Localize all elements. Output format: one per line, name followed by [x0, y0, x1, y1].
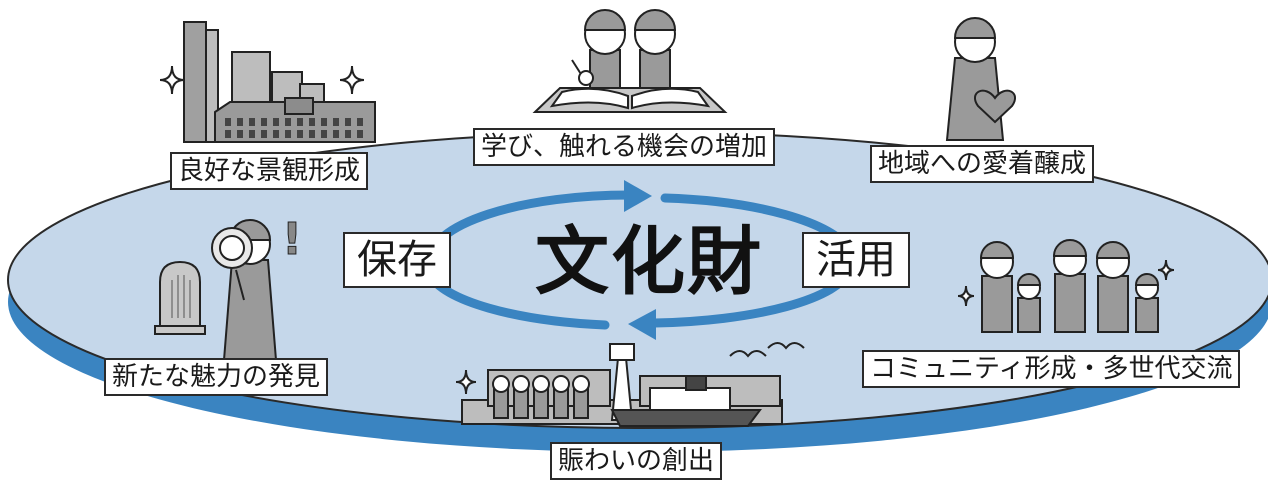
sparkle-icon — [455, 369, 477, 395]
preservation-label: 保存 — [343, 232, 451, 288]
sparkle-icon — [957, 285, 975, 307]
readers-icon — [532, 9, 728, 113]
person-heart-icon — [945, 17, 1016, 141]
community-label: コミュニティ形成・多世代交流 — [862, 350, 1241, 388]
utilization-label: 活用 — [802, 232, 910, 288]
arrow-head-bottom — [628, 309, 656, 340]
bird-icon — [767, 342, 805, 350]
arrow-head-top — [624, 180, 652, 212]
sparkle-icon — [339, 65, 365, 95]
sparkle-icon — [159, 65, 185, 95]
discovery-label: 新たな魅力の発見 — [104, 358, 329, 396]
landscape-label: 良好な景観形成 — [170, 152, 369, 190]
buildings-icon — [183, 21, 376, 143]
discovery-icon — [154, 219, 278, 361]
bustle-label: 賑わいの創出 — [550, 442, 723, 480]
learning-label: 学び、触れる機会の増加 — [473, 128, 776, 166]
harbor-icon — [461, 343, 783, 427]
exclamation-icon: ! — [282, 214, 302, 265]
center-title: 文化財 — [535, 219, 763, 305]
community-icon — [979, 239, 1160, 333]
bird-icon — [729, 350, 767, 358]
sparkle-icon — [1157, 259, 1175, 281]
attachment-label: 地域への愛着醸成 — [870, 145, 1095, 183]
